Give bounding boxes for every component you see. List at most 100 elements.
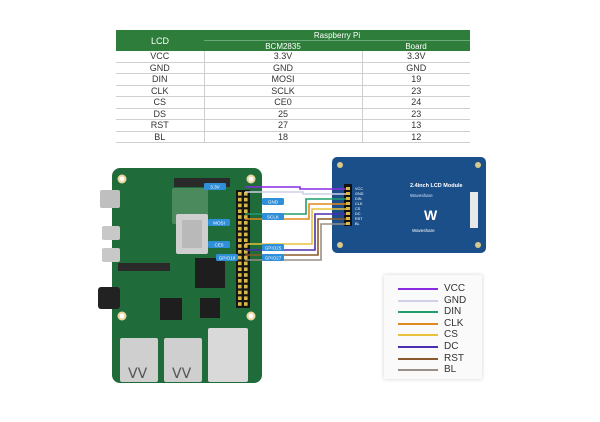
legend-item-rst: RST: [398, 353, 478, 365]
gpio-pin: [244, 221, 248, 225]
table-cell-board: 19: [362, 73, 470, 86]
gpio-pin: [238, 192, 242, 196]
pin-tag-label: GND: [268, 199, 279, 204]
waveshare-logo-icon: W: [424, 207, 438, 223]
gpio-pin: [244, 197, 248, 202]
legend-label: CS: [444, 329, 458, 341]
gpio-pin: [238, 296, 242, 300]
lcd-pin: [346, 187, 350, 190]
table-cell-lcd: BL: [116, 131, 204, 143]
lcd-pin: [346, 217, 350, 220]
legend-label: RST: [444, 352, 464, 364]
gpio-pin: [244, 296, 248, 300]
gpio-pin: [244, 255, 248, 260]
ethernet-chip: [200, 298, 220, 318]
table-cell-bcm: MOSI: [203, 73, 363, 86]
lcd-side-connector: [470, 192, 478, 228]
table-cell-lcd: GND: [116, 62, 204, 74]
wire-gnd: [245, 191, 346, 195]
display-connector: [174, 178, 230, 187]
table-cell-lcd: VCC: [116, 51, 204, 63]
gpio-pin: [244, 203, 248, 208]
lcd-pin-label: CS: [355, 207, 361, 211]
table-cell-lcd: CLK: [116, 85, 204, 97]
table-cell-bcm: 25: [203, 108, 363, 120]
legend-swatch: [398, 369, 438, 372]
gpio-pin: [238, 273, 242, 277]
legend-item-gnd: GND: [398, 295, 478, 307]
table-cell-bcm: CE0: [203, 96, 363, 109]
lcd-pin-label: BL: [355, 222, 360, 226]
table-cell-bcm: 27: [203, 119, 363, 132]
gpio-pin: [244, 232, 248, 237]
pin-tag-label: MOSI: [213, 220, 225, 225]
gpio-pin: [244, 302, 248, 306]
gpio-pin: [244, 261, 248, 266]
gpio-pin: [238, 255, 242, 260]
gpio-pin: [238, 267, 242, 271]
lcd-pin-label: GND: [355, 192, 364, 196]
lcd-pin-label: VCC: [355, 187, 363, 191]
table-cell-board: 23: [362, 85, 470, 97]
pin-tag-label: GPIO18: [219, 255, 236, 260]
gpio-pin: [238, 250, 242, 254]
legend-swatch: [398, 311, 438, 314]
legend-label: DIN: [444, 306, 462, 318]
ethernet-port: [208, 328, 248, 382]
camera-connector: [118, 263, 170, 271]
gpio-pin: [238, 232, 242, 237]
table-cell-board: 12: [362, 131, 470, 143]
gpio-pin: [244, 215, 248, 219]
legend-item-cs: CS: [398, 329, 478, 341]
table-cell-bcm: 18: [203, 131, 363, 143]
lcd-pin: [346, 222, 350, 225]
gpio-pin: [238, 238, 242, 242]
usb-symbol-icon: VV: [128, 366, 148, 382]
usb-symbol-icon: VV: [172, 366, 192, 382]
lcd-pin: [346, 207, 350, 210]
gpio-pin: [238, 279, 242, 283]
wire-vcc: [245, 186, 346, 190]
hdmi-port: [102, 248, 120, 262]
lcd-pin: [346, 197, 350, 200]
gpio-pin: [238, 209, 242, 213]
pin-tag-label: SCLK: [267, 214, 280, 219]
gpio-pin: [244, 250, 248, 254]
table-cell-bcm: GND: [203, 62, 363, 74]
gpio-header: [236, 190, 250, 308]
lcd-title: 2.4inch LCD Module: [410, 183, 463, 189]
table-cell-board: 13: [362, 119, 470, 132]
pin-tag-label: CE0: [215, 242, 224, 247]
gpio-pin: [238, 302, 242, 306]
header-raspberry-pi: Raspberry Pi: [204, 30, 470, 41]
gpio-pin: [238, 221, 242, 225]
legend-label: DC: [444, 341, 459, 352]
gpio-pin: [244, 279, 248, 283]
table-cell-board: 23: [362, 108, 470, 120]
pin-tag: [208, 241, 230, 248]
gpio-pin: [238, 284, 242, 289]
gpio-pin: [244, 209, 248, 213]
gpio-pin: [244, 284, 248, 289]
pin-tag: [262, 254, 284, 261]
raspberry-pi-board: VV VV: [98, 168, 262, 383]
table-cell-bcm: SCLK: [203, 85, 363, 97]
legend-label: VCC: [444, 283, 466, 294]
legend-item-vcc: VCC: [398, 283, 478, 295]
legend-label: CLK: [444, 317, 464, 329]
gpio-pin: [244, 267, 248, 271]
lcd-pin: [346, 192, 350, 195]
pin-tag: [262, 198, 284, 205]
table-cell-board: GND: [362, 62, 470, 74]
gpio-pin: [238, 197, 242, 202]
gpio-pin: [244, 192, 248, 196]
